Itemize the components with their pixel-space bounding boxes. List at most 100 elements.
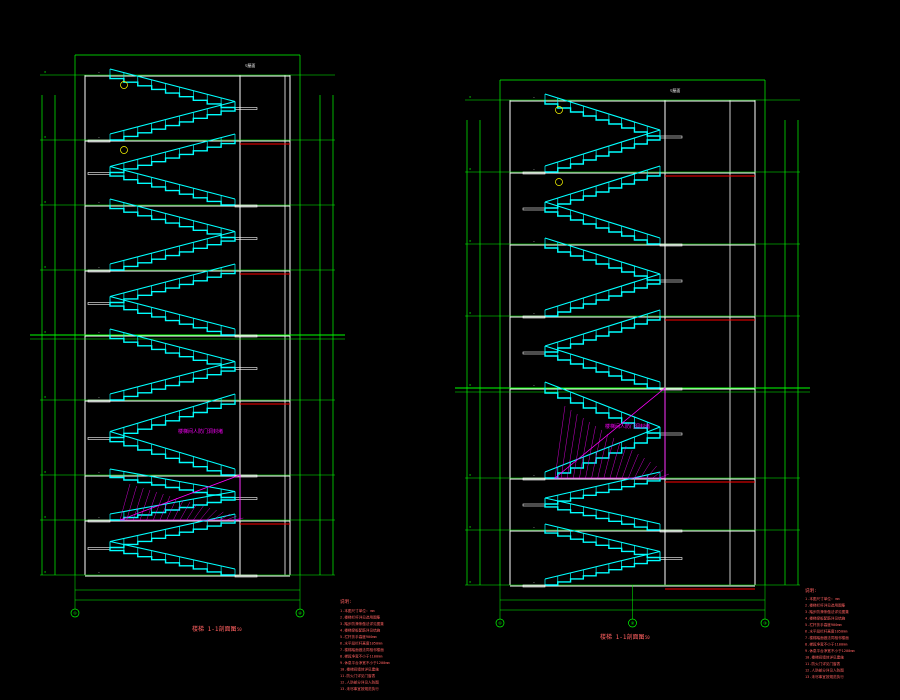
note-line: 5.栏杆扶手高度900mm: [340, 634, 377, 639]
level-mark: ±: [44, 570, 46, 574]
stair-handrail: [544, 523, 661, 553]
stair-handrail: [109, 68, 236, 103]
level-mark: ±: [469, 311, 471, 315]
note-line: 6.水平段栏杆高度1050mm: [340, 641, 382, 646]
stair-landing: [659, 557, 683, 560]
note-line: 13.未尽事宜按规范执行: [805, 674, 844, 679]
stair-flight: [110, 140, 236, 174]
stair-handrail: [109, 393, 236, 433]
level-mark: ±: [469, 580, 471, 584]
stair-landing: [87, 139, 111, 143]
stair-landing: [522, 315, 546, 319]
hatch-line: [219, 513, 231, 521]
level-mark: ±: [44, 200, 46, 204]
hatch-line: [615, 445, 627, 479]
note-line: 2.楼梯栏杆详见选用图集: [340, 615, 381, 620]
stair-handrail: [544, 381, 661, 428]
note-line: 9.休息平台净宽不小于1200mm: [340, 660, 390, 665]
stair-handrail: [544, 309, 661, 347]
stair-handrail: [544, 165, 661, 203]
axis-bubble-label: ①: [498, 621, 502, 626]
hatch-line: [139, 489, 151, 521]
axis-bubble-label: ④: [298, 611, 302, 616]
stair-handrail: [544, 345, 661, 383]
hatch-line: [226, 515, 237, 521]
stair-landing: [659, 135, 683, 139]
stair-landing: [87, 437, 111, 440]
level-mark: —: [533, 580, 535, 584]
note-line: 8.梯段净宽不小于1100mm: [805, 642, 847, 647]
level-mark: ±: [44, 395, 46, 399]
level-mark: ±: [469, 239, 471, 243]
note-line: 1.本图尺寸单位: mm: [805, 596, 840, 601]
stair-handrail: [544, 497, 661, 525]
stair-flight: [544, 352, 660, 389]
stair-handrail: [544, 471, 661, 499]
stair-flight: [110, 237, 236, 271]
stair-handrail: [109, 230, 236, 265]
stair-handrail: [109, 100, 236, 135]
stair-flight: [545, 478, 661, 505]
note-line: 5.栏杆扶手高度900mm: [805, 622, 842, 627]
stair-handrail: [109, 263, 236, 298]
note-line: 4.楼梯梁板配筋详见结施: [340, 628, 381, 633]
hatch-line: [126, 485, 137, 521]
stair-flight: [110, 107, 236, 141]
stair-landing: [522, 477, 546, 481]
stair-handrail: [544, 93, 661, 131]
notes-title: 说明:: [340, 598, 352, 605]
stair-flight: [110, 270, 236, 304]
stair-landing: [659, 387, 683, 391]
stair-flight: [544, 388, 660, 434]
stair-handrail: [109, 133, 236, 168]
level-mark: ±: [44, 135, 46, 139]
hatch-line: [133, 487, 144, 521]
stair-landing: [522, 207, 546, 211]
notes-block-left: 说明: 1.本图尺寸单位: mm2.楼梯栏杆详见选用图集3.踏步防滑条做法详见图…: [340, 598, 390, 691]
callout-circle: [120, 81, 128, 89]
stair-flight: [544, 504, 660, 531]
hatch-line: [179, 501, 191, 521]
hatch-line: [146, 491, 157, 521]
hatch-line: [591, 429, 602, 479]
stair-landing: [87, 519, 111, 523]
hatch-line: [213, 511, 224, 521]
hatch-line: [585, 425, 596, 479]
stair-flight: [545, 316, 661, 353]
note-line: 11.防火门详见门窗表: [340, 673, 376, 678]
level-mark: —: [98, 265, 100, 269]
axis-bubble: [495, 618, 505, 628]
right-hatch-note: 楼梯间人防门洞封堵: [605, 423, 650, 430]
level-mark: —: [533, 525, 535, 529]
hatch-line: [567, 413, 578, 479]
stair-flight: [110, 400, 236, 439]
axis-bubble-label: ①: [73, 611, 77, 616]
stair-landing: [234, 237, 258, 240]
level-mark: —: [98, 330, 100, 334]
stair-flight: [110, 367, 236, 401]
stair-flight: [545, 557, 661, 586]
stair-landing: [87, 399, 111, 403]
level-mark: —: [533, 167, 535, 171]
callout-circle: [555, 106, 563, 114]
stair-handrail: [109, 328, 236, 363]
axis-bubble-label: ②: [631, 621, 635, 626]
stair-handrail: [544, 273, 661, 311]
stair-flight: [110, 520, 236, 549]
level-mark: —: [533, 239, 535, 243]
level-mark: ±: [469, 383, 471, 387]
stair-landing: [87, 269, 111, 273]
note-line: 11.防火门详见门窗表: [805, 661, 841, 666]
stair-handrail: [109, 198, 236, 233]
stair-flight: [109, 205, 235, 239]
note-line: 12.人防部分详见人防图: [805, 668, 844, 673]
stair-flight: [545, 136, 661, 173]
note-line: 13.未尽事宜按规范执行: [340, 686, 379, 691]
level-mark: ±: [44, 70, 46, 74]
stair-landing: [87, 172, 111, 175]
level-mark: —: [533, 95, 535, 99]
note-line: 6.水平段栏杆高度1050mm: [805, 629, 847, 634]
stair-flight: [545, 172, 661, 209]
notes-block-right: 说明: 1.本图尺寸单位: mm2.楼梯栏杆详见选用图集3.踏步防滑条做法详见图…: [805, 587, 855, 679]
